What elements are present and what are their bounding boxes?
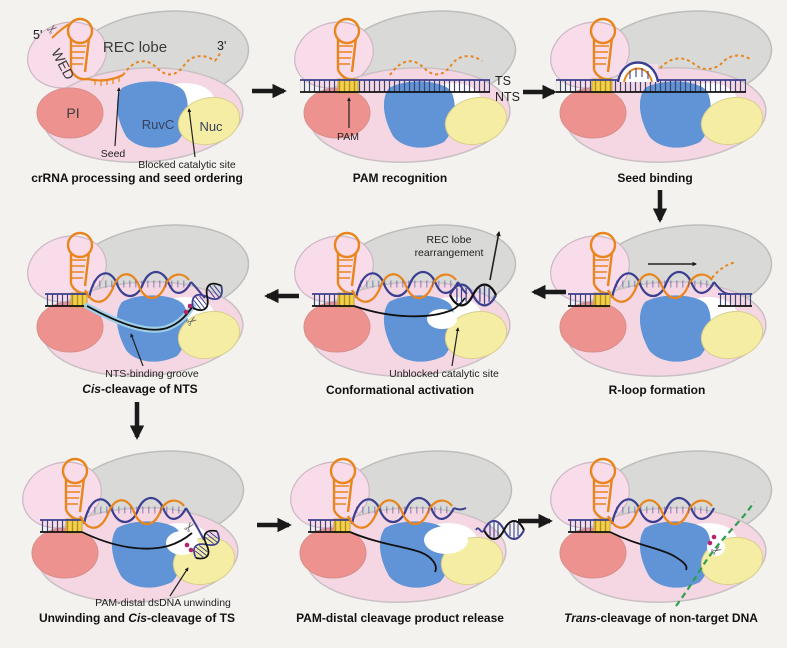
- ts-label: TS: [495, 74, 511, 88]
- unwinding-label: PAM-distal dsDNA unwinding: [95, 597, 231, 609]
- panel-cis-cleavage-nts: ✂ NTS-binding groove Cis-cleavage of NTS: [18, 214, 255, 396]
- pam-distal-dna: [713, 281, 752, 307]
- pam-proximal-dna: [567, 518, 611, 534]
- seed-segment: [87, 74, 124, 82]
- panel-caption: crRNA processing and seed ordering: [31, 171, 243, 185]
- unwinding-label-arrow: [169, 567, 189, 597]
- panel-caption: PAM-distal cleavage product release: [296, 611, 504, 625]
- panel-pam-recognition: PAM TS NTS PAM recognition: [285, 0, 522, 185]
- target-strand-link: [190, 281, 206, 299]
- pam-proximal-dna: [307, 518, 351, 534]
- ruvc-label: RuvC: [142, 117, 175, 132]
- panel-caption: R-loop formation: [609, 383, 706, 397]
- panel-cis-cleavage-ts: ✂ PAM-distal dsDNA unwinding Unwinding a…: [13, 440, 250, 625]
- panel-crrna-processing: ✂ 5' 3' WED REC lobe PI RuvC Nuc Seed Bl…: [18, 0, 255, 185]
- nuc-label: Nuc: [199, 119, 223, 134]
- panel-caption: Seed binding: [617, 171, 692, 185]
- seed-label: Seed: [101, 148, 126, 160]
- panel-caption: Trans-cleavage of non-target DNA: [564, 611, 758, 625]
- pam-proximal-dna: [39, 518, 83, 534]
- seed-bubble: [616, 61, 660, 83]
- unblocked-site-label: Unblocked catalytic site: [389, 368, 499, 380]
- panel-product-release: PAM-distal cleavage product release: [281, 440, 525, 625]
- dna-ladder: [556, 78, 746, 94]
- flow-arrows: [129, 83, 668, 533]
- panel-caption: Unwinding and Cis-cleavage of TS: [39, 611, 235, 625]
- panel-caption: Cis-cleavage of NTS: [82, 382, 197, 396]
- blocked-site-label: Blocked catalytic site: [138, 159, 236, 171]
- cleavage-dot: [707, 540, 713, 546]
- five-prime-label: 5': [33, 28, 42, 42]
- crrna-3prime-tail: [711, 261, 737, 279]
- blocked-site-arrow: [187, 108, 196, 158]
- panel-conformational-activation: REC lobe rearrangement Unblocked catalyt…: [285, 214, 522, 397]
- pam-proximal-dna: [311, 292, 355, 308]
- panel-caption: PAM recognition: [353, 171, 447, 185]
- crrna-5prime-tail: [51, 23, 70, 39]
- pam-label: PAM: [337, 131, 359, 143]
- dna-ladder: [300, 78, 490, 94]
- groove-label-arrow: [130, 333, 144, 367]
- panel-seed-binding: Seed binding: [541, 0, 778, 185]
- panel-rloop-formation: R-loop formation: [541, 214, 778, 397]
- cleavage-dot: [187, 303, 193, 309]
- panel-caption: Conformational activation: [326, 383, 474, 397]
- target-strand-link: [185, 507, 205, 541]
- crrna-3prime-tail: [659, 54, 751, 70]
- pam-proximal-dna: [44, 292, 88, 308]
- catalytic-pocket: [424, 526, 468, 554]
- nontarget-strand: [609, 531, 688, 571]
- seed-ticks: [94, 77, 120, 86]
- released-duplex-end: [475, 527, 485, 533]
- unblocked-pocket: [427, 309, 457, 329]
- target-strand-end: [453, 507, 467, 511]
- unblocked-site-arrow: [451, 327, 460, 367]
- seed-label-arrow: [114, 87, 121, 147]
- nts-label: NTS: [495, 90, 520, 104]
- rec-rearrangement-arrow: [489, 230, 501, 281]
- cleavage-dot: [711, 534, 717, 540]
- non-target-dna: [675, 501, 755, 607]
- rec-rearrangement-label: REC lobe: [427, 234, 472, 246]
- cleavage-dot: [184, 542, 190, 548]
- nontarget-strand: [349, 531, 437, 573]
- crrna-3prime-end: [214, 51, 222, 62]
- three-prime-label: 3': [217, 39, 226, 53]
- nontarget-strand: [81, 531, 193, 550]
- nts-groove-label: NTS-binding groove: [105, 368, 199, 380]
- panel-trans-cleavage: ✂ Trans-cleavage of non-target DNA: [541, 440, 778, 625]
- rec-lobe-label: REC lobe: [103, 39, 167, 56]
- pi-label: PI: [66, 105, 79, 121]
- pam-proximal-dna: [567, 292, 611, 308]
- cleavage-dot: [188, 547, 194, 553]
- rec-rearrangement-label-2: rearrangement: [415, 247, 484, 259]
- cleavage-dot: [183, 309, 189, 315]
